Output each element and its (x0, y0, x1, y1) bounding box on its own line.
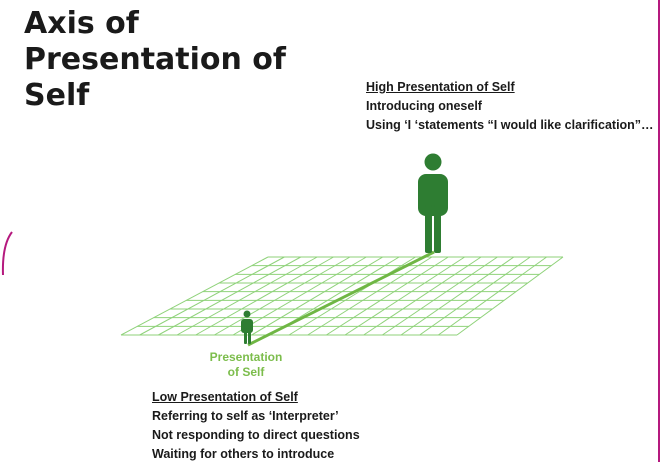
grid-line-vertical (344, 256, 465, 336)
grid-line-vertical (419, 256, 531, 336)
grid-line-vertical (120, 256, 269, 336)
left-edge-curve (1, 231, 13, 276)
axis-label-line-2: of Self (227, 365, 265, 379)
title-line-3: Self (24, 78, 90, 113)
grid-line-vertical (400, 256, 515, 336)
grid-line-vertical (251, 256, 383, 336)
grid-line-vertical (438, 256, 547, 336)
high-presentation-block: High Presentation of Self Introducing on… (366, 78, 654, 135)
low-line-2: Not responding to direct questions (152, 428, 360, 442)
high-heading: High Presentation of Self (366, 80, 515, 94)
grid-line-vertical (307, 256, 433, 336)
low-presentation-block: Low Presentation of Self Referring to se… (152, 388, 360, 464)
axis-label-line-1: Presentation (209, 350, 283, 364)
low-line-1: Referring to self as ‘Interpreter’ (152, 409, 339, 423)
page-title: Axis of Presentation of Self (24, 6, 324, 114)
grid-line-vertical (382, 256, 498, 336)
person-icon-small (241, 310, 253, 344)
title-line-1: Axis of (24, 6, 139, 41)
grid-line-vertical (363, 256, 482, 336)
grid-line-vertical (176, 256, 318, 336)
grid-plane (120, 256, 564, 336)
axis-label: Presentation of Self (200, 350, 292, 380)
high-line-2: Using ‘I ‘statements “I would like clari… (366, 118, 654, 132)
right-border (658, 0, 660, 462)
grid-line-vertical (214, 256, 351, 336)
low-line-3: Waiting for others to introduce (152, 447, 335, 461)
low-heading: Low Presentation of Self (152, 390, 298, 404)
high-line-1: Introducing oneself (366, 99, 482, 113)
grid-line-vertical (232, 256, 367, 336)
title-line-2: Presentation of (24, 42, 286, 77)
grid-line-vertical (158, 256, 302, 336)
grid-line-vertical (139, 256, 285, 336)
grid-line-vertical (456, 256, 564, 336)
axis-line (247, 250, 435, 347)
grid-line-vertical (288, 256, 416, 336)
grid-line-vertical (326, 256, 449, 336)
grid-line-vertical (195, 256, 334, 336)
person-icon-large (418, 153, 448, 253)
